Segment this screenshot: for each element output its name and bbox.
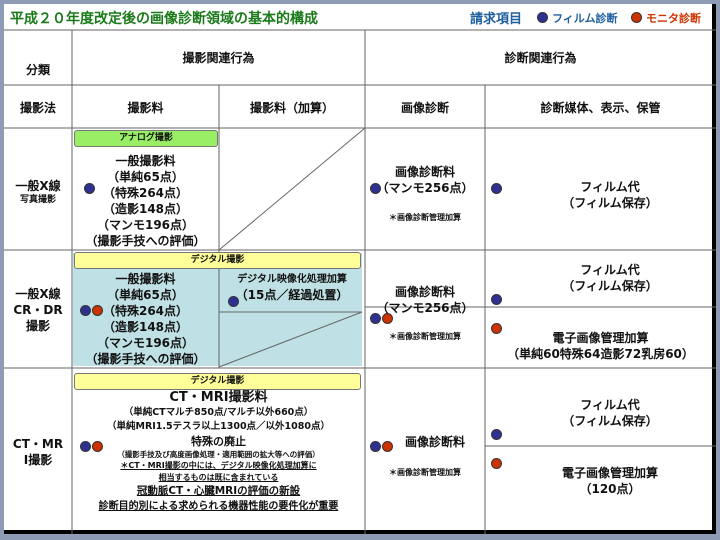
row3-fee: CT・MRI撮影料 （単純CTマルチ850点/マルチ以外660点） （単純MRI… [72, 389, 365, 514]
method-line: CT・MR [12, 437, 64, 451]
monitor-dot-icon [382, 313, 393, 324]
header-imaging-fee: 撮影料 [127, 101, 164, 115]
add-line: デジタル映像化処理加算 [237, 274, 347, 285]
fee-line: （特殊264点） [102, 186, 189, 200]
method-line: 一般X線 [15, 287, 61, 301]
row3-diag-note: ＊画像診断管理加算 [389, 468, 461, 477]
monitor-dot-icon [92, 305, 103, 316]
fee-line: （単純65点） [107, 288, 184, 302]
diag-line: （マンモ256点） [376, 301, 474, 315]
diag-line: 画像診断料 [394, 285, 455, 299]
film-dot-icon [370, 183, 381, 194]
header-media: 診断媒体、表示、保管 [540, 101, 661, 115]
row2-media2: 電子画像管理加算 （単純60特殊64造影72乳房60） [485, 330, 716, 362]
fee-line: （特殊264点） [102, 304, 189, 318]
slide: 平成２０年度改定後の画像診断領域の基本的構成 請求項目 フィルム診断 モニタ診断… [4, 4, 716, 534]
monitor-dot-icon [491, 323, 502, 334]
fee-line: （単純65点） [107, 170, 184, 184]
row3-media: フィルム代 （フィルム保存） [504, 397, 716, 429]
media-line: （フィルム保存） [562, 196, 658, 210]
media-line: フィルム代 [580, 263, 640, 277]
digital-region [73, 253, 362, 366]
method-line: 撮影 [25, 319, 50, 333]
table-grid [4, 29, 716, 534]
fee-line: （マンモ196点） [96, 336, 195, 350]
fee-line: 特殊の廃止 [191, 435, 246, 448]
fee-line: （単純MRI1.5テスラ以上1300点／以外1080点） [106, 421, 330, 432]
legend-film: フィルム診断 [552, 12, 618, 25]
analog-tag: アナログ撮影 [74, 130, 218, 147]
fee-line: 相当するものは既に含まれている [158, 473, 279, 482]
monitor-dot-icon [382, 441, 393, 452]
fee-title: CT・MRI撮影料 [169, 390, 268, 405]
method-line: CR・DR [13, 303, 63, 317]
row2-diag-note: ＊画像診断管理加算 [389, 332, 461, 341]
page-title: 平成２０年度改定後の画像診断領域の基本的構成 [10, 11, 318, 27]
row1-diag: 画像診断料 （マンモ256点） [365, 164, 485, 196]
fee-line: （撮影手技への評価） [85, 234, 206, 248]
fee-line: ＊CT・MRI撮影の中には、デジタル映像化処理加算に [120, 461, 317, 470]
monitor-dot-icon [491, 458, 502, 469]
fee-line: 一般撮影料 [115, 272, 176, 286]
film-dot-icon [491, 294, 502, 305]
fee-line: （造影148点） [102, 320, 189, 334]
film-dot-icon [228, 296, 239, 307]
row3-method: CT・MR I撮影 [4, 436, 72, 468]
legend-label: 請求項目 [470, 12, 523, 27]
monitor-dot-icon [631, 12, 642, 23]
header-imaging-fee-add: 撮影料（加算） [249, 101, 334, 115]
row1-diag-note: ＊画像診断管理加算 [389, 213, 461, 222]
header-imaging-acts: 撮影関連行為 [182, 51, 255, 65]
media-line: （フィルム保存） [562, 414, 658, 428]
method-line: 写真撮影 [19, 195, 56, 205]
digital-tag: デジタル撮影 [74, 373, 361, 390]
media-line: 電子画像管理加算 [552, 331, 649, 345]
fee-line: 診断目的別による求められる機器性能の要件化が重要 [98, 501, 339, 512]
media-line: （単純60特殊64造影72乳房60） [507, 347, 694, 361]
film-dot-icon [370, 441, 381, 452]
header-category: 分類 [25, 63, 50, 77]
header-method: 撮影法 [19, 101, 56, 115]
add-line: （15点／経過処置） [235, 288, 349, 302]
row3-media2: 電子画像管理加算 （120点） [504, 465, 716, 497]
row2-method: 一般X線 CR・DR 撮影 [4, 286, 72, 334]
row2-diag: 画像診断料 （マンモ256点） [365, 284, 485, 316]
film-dot-icon [491, 429, 502, 440]
fee-line: （撮影手技及び高度画像処理・適用範囲の拡大等への評価） [117, 450, 320, 459]
row3-diag: 画像診断料 [404, 435, 465, 449]
diag-line: 画像診断料 [394, 165, 455, 179]
film-dot-icon [80, 305, 91, 316]
media-line: （120点） [579, 482, 641, 496]
header-image-diagnosis: 画像診断 [400, 101, 449, 115]
row1-fee: 一般撮影料 （単純65点） （特殊264点） （造影148点） （マンモ196点… [72, 153, 219, 249]
film-dot-icon [370, 313, 381, 324]
film-dot-icon [80, 441, 91, 452]
row1-media: フィルム代 （フィルム保存） [504, 179, 716, 211]
film-dot-icon [491, 183, 502, 194]
media-line: （フィルム保存） [562, 279, 658, 293]
legend-monitor: モニタ診断 [646, 12, 701, 25]
method-line: 一般X線 [15, 179, 61, 193]
media-line: フィルム代 [580, 398, 640, 412]
header-diagnosis-acts: 診断関連行為 [504, 51, 577, 65]
diag-line: （マンモ256点） [376, 181, 474, 195]
media-line: 電子画像管理加算 [561, 466, 658, 480]
film-dot-icon [537, 12, 548, 23]
method-line: I撮影 [23, 453, 53, 467]
fee-line: （造影148点） [102, 202, 189, 216]
fee-line: 冠動脈CT・心臓MRIの評価の新設 [136, 485, 301, 497]
monitor-dot-icon [92, 441, 103, 452]
fee-line: （マンモ196点） [96, 218, 195, 232]
digital-tag: デジタル撮影 [74, 252, 361, 269]
row2-add: デジタル映像化処理加算 （15点／経過処置） [219, 273, 365, 303]
fee-line: 一般撮影料 [115, 154, 176, 168]
fee-line: （単純CTマルチ850点/マルチ以外660点） [123, 407, 314, 418]
row2-media: フィルム代 （フィルム保存） [504, 262, 716, 294]
fee-line: （撮影手技への評価） [85, 352, 206, 366]
media-line: フィルム代 [580, 180, 640, 194]
row2-fee: 一般撮影料 （単純65点） （特殊264点） （造影148点） （マンモ196点… [72, 271, 219, 367]
row1-method: 一般X線 写真撮影 [4, 178, 72, 206]
film-dot-icon [84, 183, 95, 194]
